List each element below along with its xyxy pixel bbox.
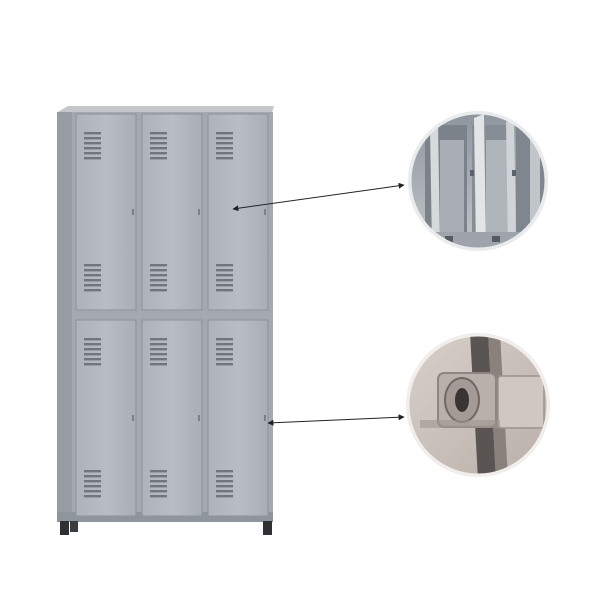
door-latch <box>198 415 200 421</box>
locker-door <box>207 113 269 311</box>
locker-door <box>207 319 269 517</box>
vent-slots <box>150 132 167 160</box>
detail-inset-interior <box>408 111 548 251</box>
locker-door <box>75 319 137 517</box>
vent-slots <box>150 470 167 498</box>
arrow-lower <box>267 414 405 426</box>
cabinet-top <box>56 106 274 113</box>
arrow-upper <box>232 182 405 212</box>
vent-slots <box>84 264 101 292</box>
door-latch <box>198 209 200 215</box>
vent-slots <box>216 132 233 160</box>
door-latch <box>264 209 266 215</box>
vent-slots <box>84 470 101 498</box>
vent-slots <box>84 338 101 366</box>
vent-slots <box>216 470 233 498</box>
door-latch <box>132 209 134 215</box>
cabinet-foot-left <box>60 521 69 535</box>
vent-slots <box>216 338 233 366</box>
vent-slots <box>216 264 233 292</box>
door-latch <box>132 415 134 421</box>
vent-slots <box>150 338 167 366</box>
vent-slots <box>84 132 101 160</box>
cabinet-foot-right <box>263 521 272 535</box>
locker-door <box>75 113 137 311</box>
locker-doors <box>75 113 269 517</box>
vent-slots <box>150 264 167 292</box>
door-latch <box>264 415 266 421</box>
detail-inset-hasp <box>406 333 550 477</box>
cabinet-foot-mid <box>70 521 78 532</box>
locker-door <box>141 113 203 311</box>
locker-door <box>141 319 203 517</box>
cabinet-side <box>57 112 72 522</box>
cabinet-base <box>57 512 273 522</box>
